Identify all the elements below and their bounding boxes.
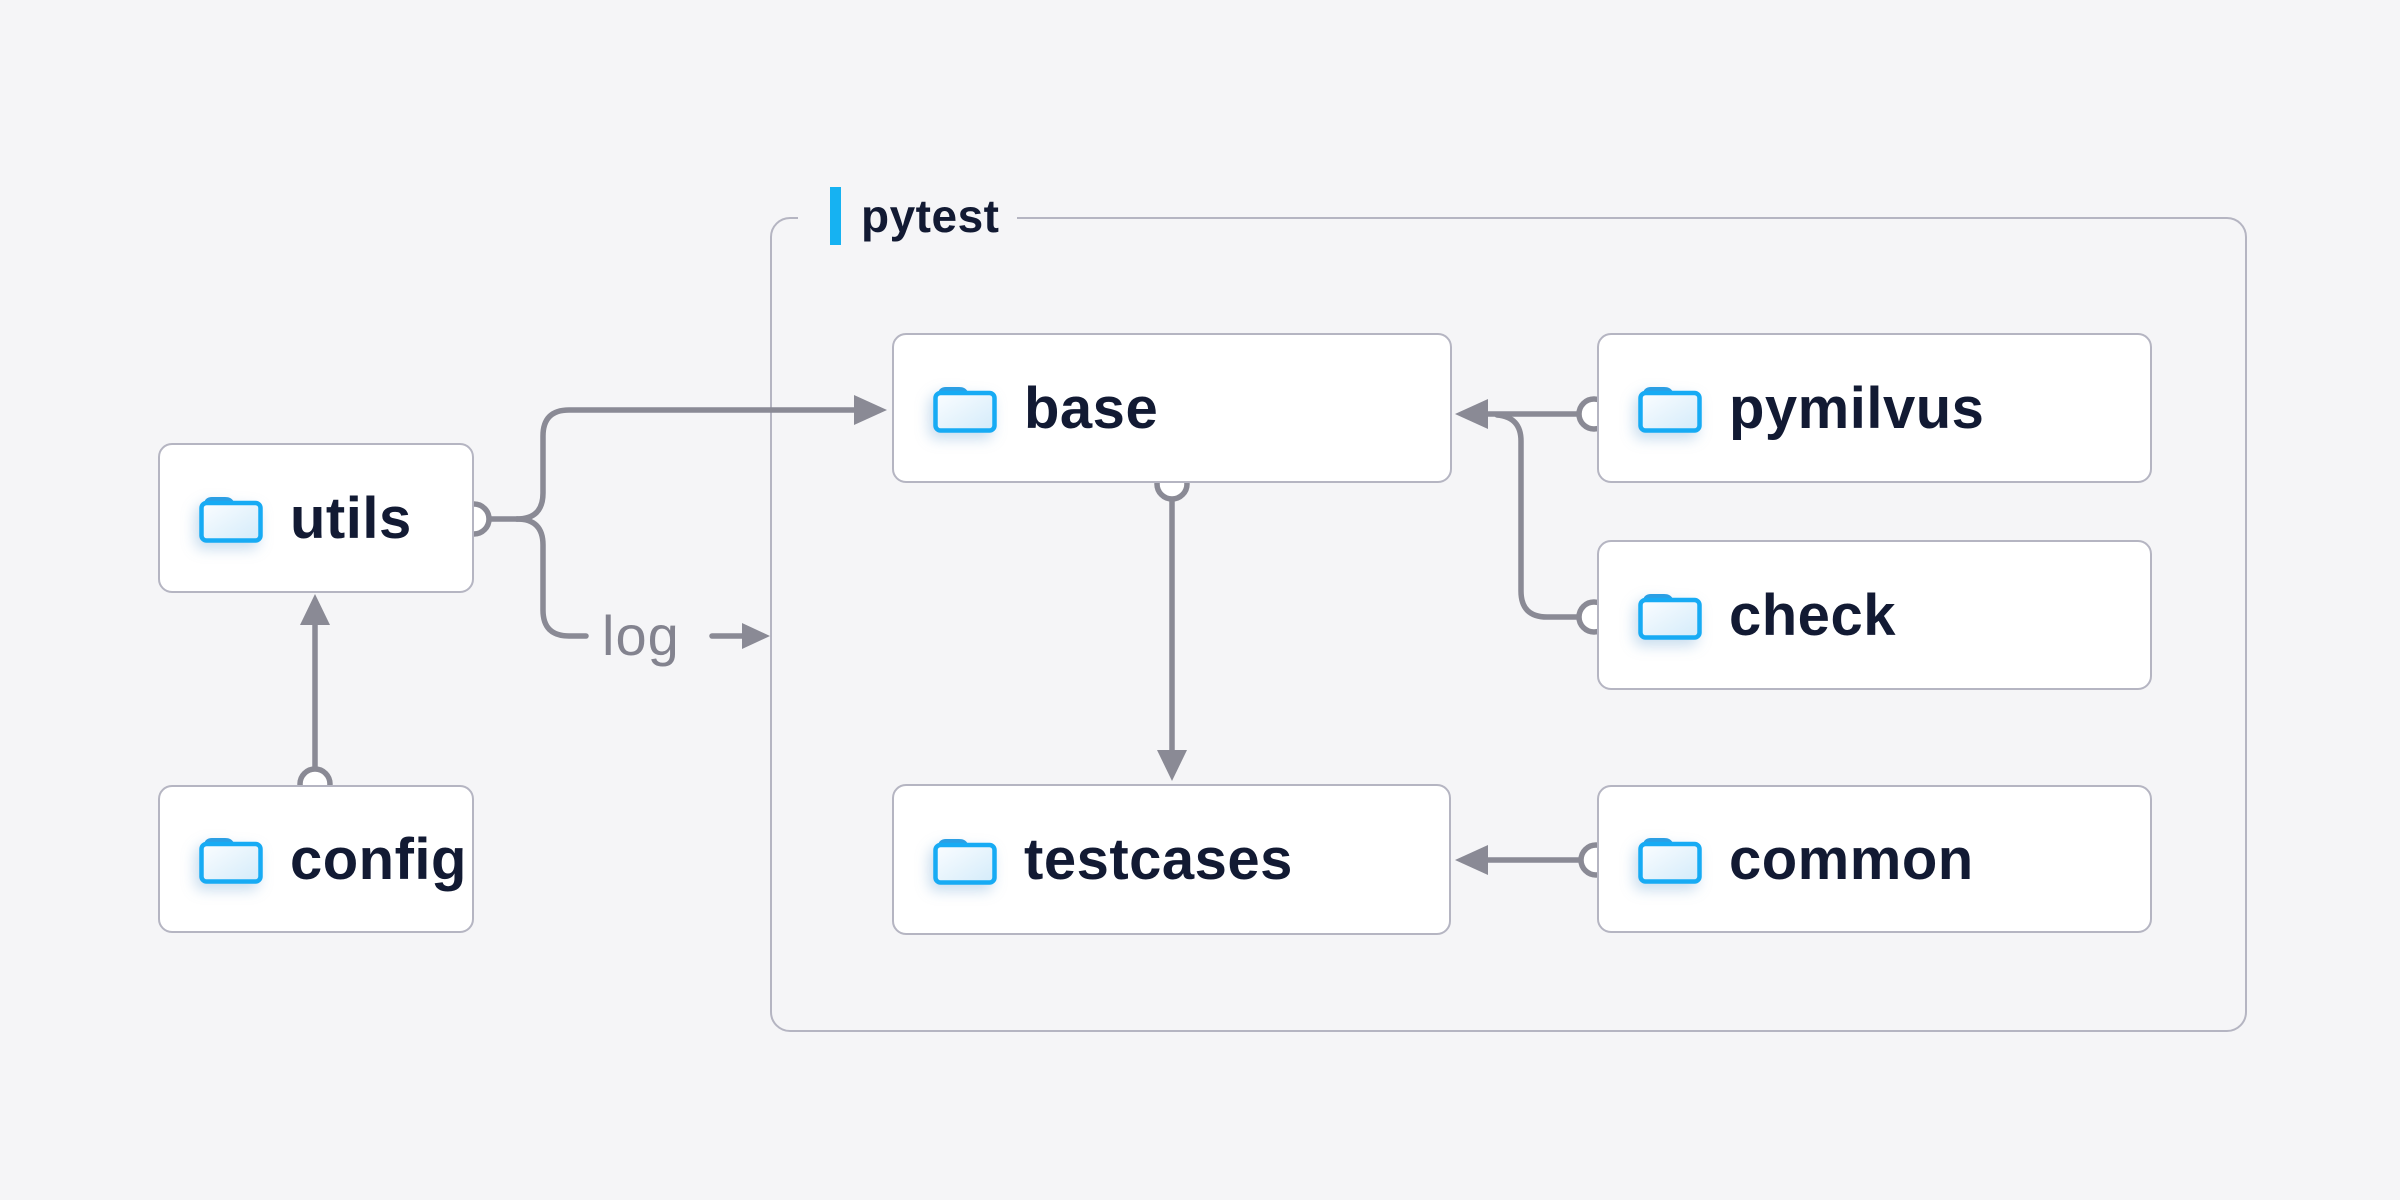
node-label: check <box>1729 582 1896 648</box>
folder-icon <box>198 833 264 885</box>
node-check: check <box>1597 540 2152 690</box>
node-label: base <box>1024 375 1159 441</box>
folder-icon <box>198 492 264 544</box>
folder-icon <box>1637 382 1703 434</box>
node-utils: utils <box>158 443 474 593</box>
node-pymilvus: pymilvus <box>1597 333 2152 483</box>
folder-icon <box>932 834 998 886</box>
node-base: base <box>892 333 1452 483</box>
arrowhead-right <box>742 623 770 649</box>
node-label: pymilvus <box>1729 375 1985 441</box>
node-common: common <box>1597 785 2152 933</box>
accent-bar <box>830 187 841 245</box>
node-label: testcases <box>1024 827 1293 892</box>
node-label: config <box>290 826 467 892</box>
pytest-frame <box>770 217 2247 1032</box>
pytest-frame-label: pytest <box>798 186 1018 246</box>
node-config: config <box>158 785 474 933</box>
node-testcases: testcases <box>892 784 1451 935</box>
log-edge-label: log <box>602 604 680 667</box>
node-label: common <box>1729 826 1974 892</box>
edge-config-utils <box>297 594 333 802</box>
frame-title: pytest <box>861 190 1000 242</box>
folder-icon <box>1637 833 1703 885</box>
folder-icon <box>1637 589 1703 641</box>
folder-icon <box>932 382 998 434</box>
arrowhead-up <box>300 594 330 625</box>
node-label: utils <box>290 485 412 551</box>
